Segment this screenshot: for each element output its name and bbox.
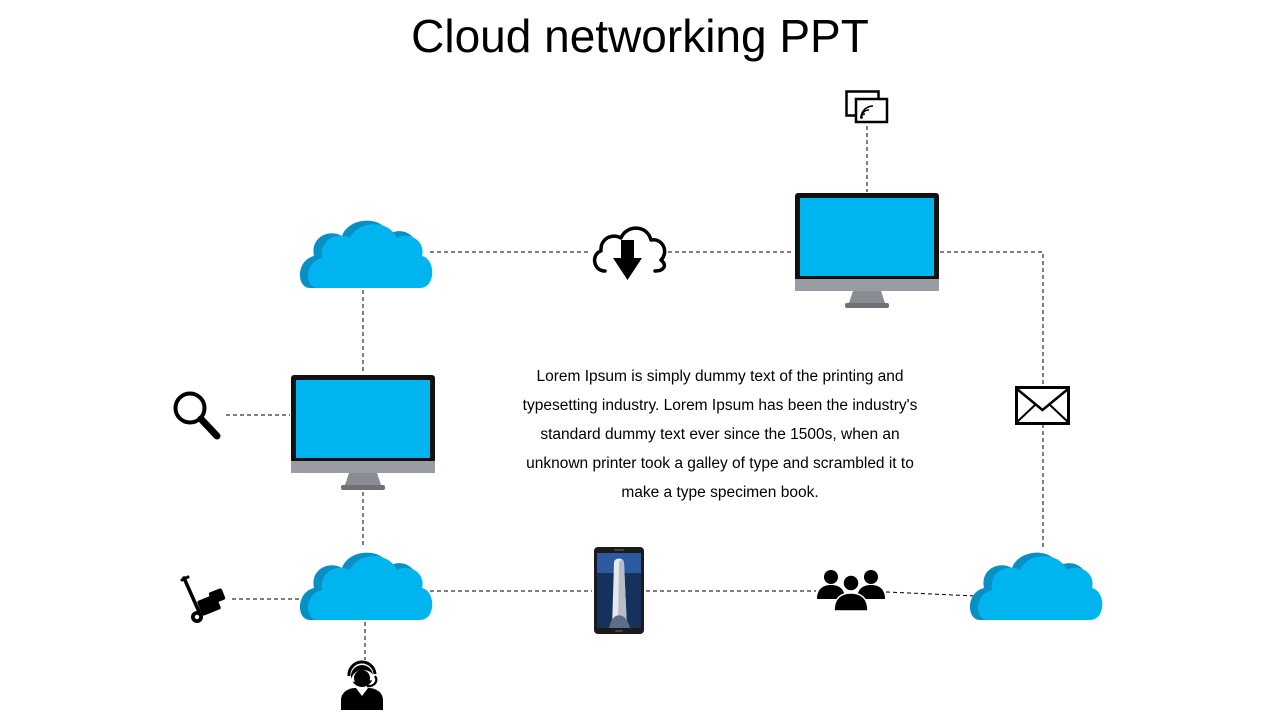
cast-screen-icon [845, 90, 889, 124]
monitor-middle-left [291, 375, 435, 490]
slide-title: Cloud networking PPT [411, 10, 869, 62]
monitor-top-right [795, 193, 939, 308]
cloud-top-left [299, 220, 433, 288]
cloud-bottom-left [299, 552, 433, 620]
connector-users-to-cloud [885, 591, 977, 597]
connector-monitor-to-mail [940, 251, 1044, 384]
envelope-icon [1015, 386, 1070, 425]
cloud-download-icon [592, 226, 667, 280]
hand-truck-icon [180, 575, 226, 623]
magnifier-icon [173, 391, 221, 440]
cloud-bottom-right [969, 552, 1103, 620]
connector-lines [226, 126, 1044, 660]
headset-user-icon [341, 660, 383, 710]
smartphone [594, 547, 644, 634]
body-text: Lorem Ipsum is simply dummy text of the … [522, 368, 918, 501]
users-icon [817, 570, 885, 612]
